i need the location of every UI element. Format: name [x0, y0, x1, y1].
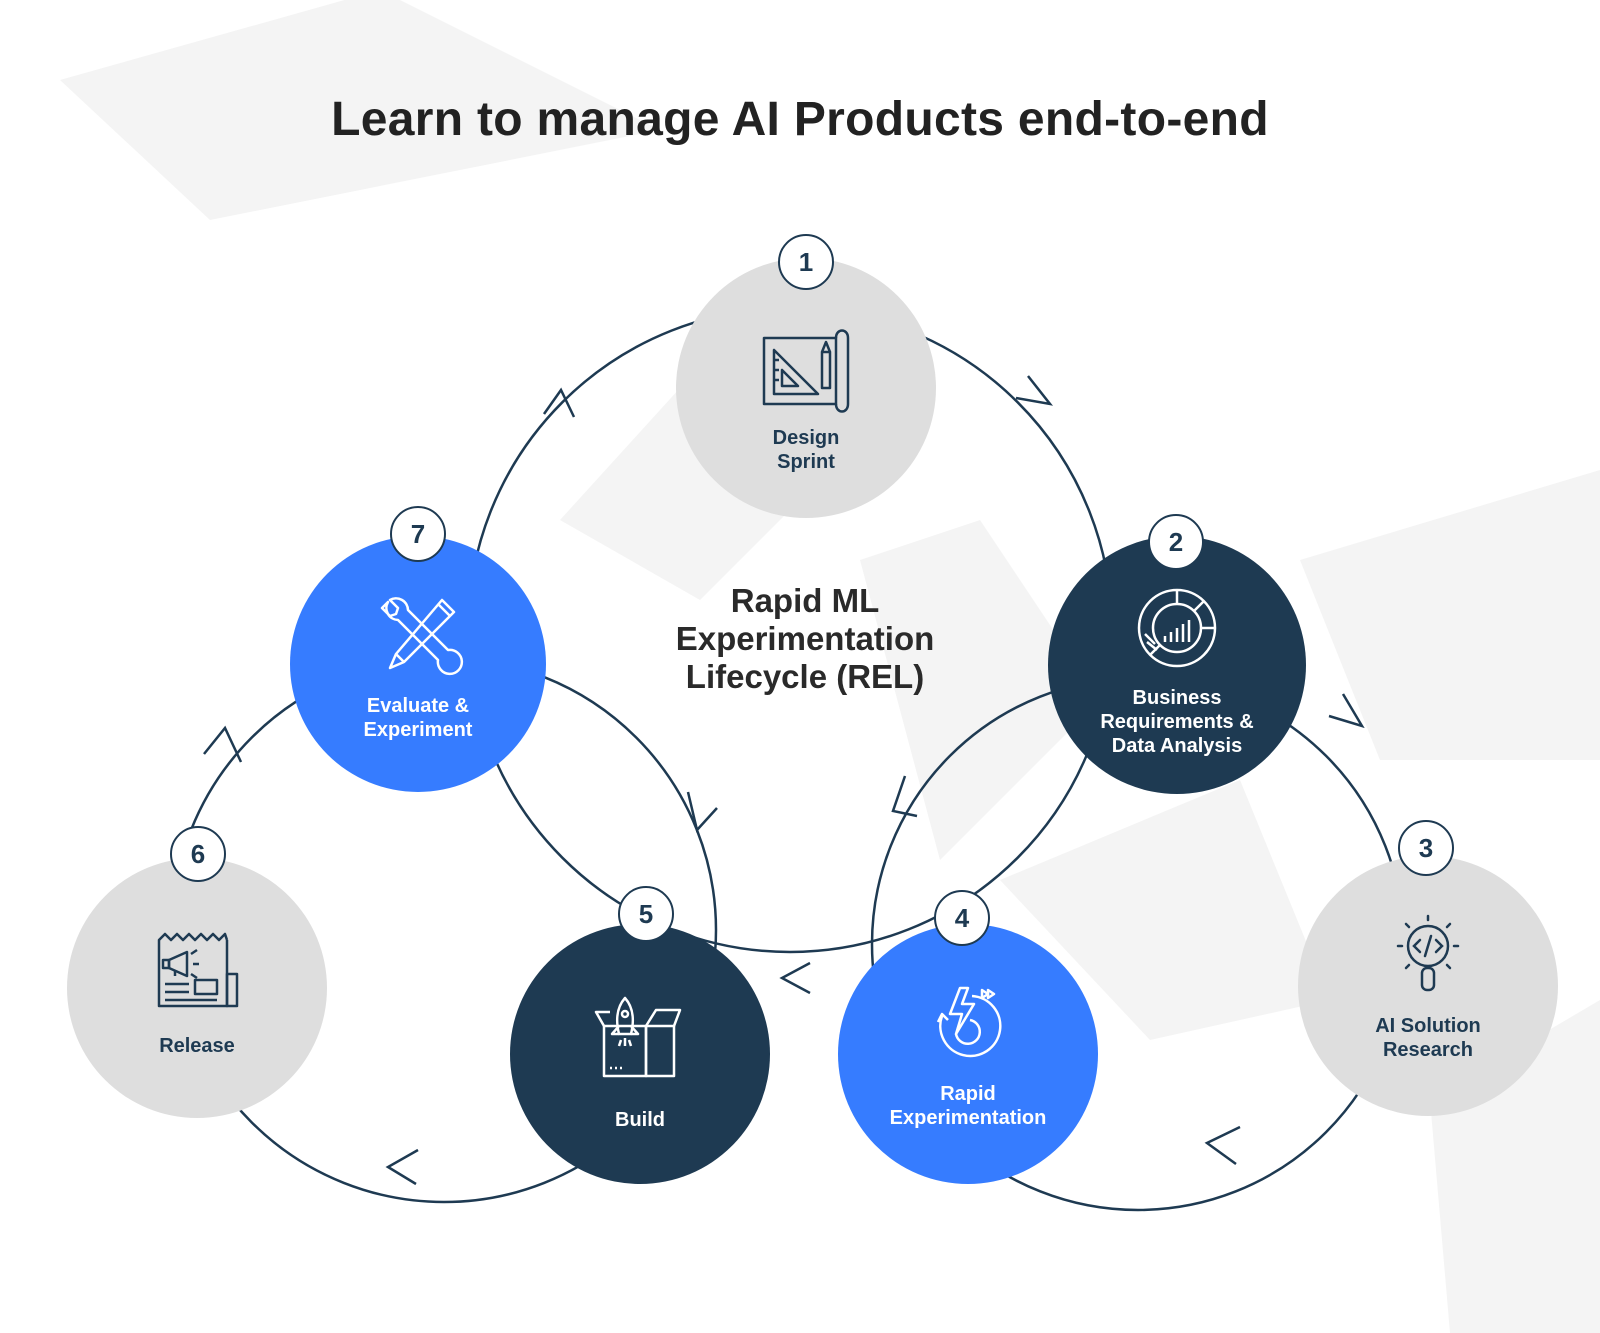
step-build: Build — [510, 924, 770, 1184]
step-label-line: Release — [159, 1035, 235, 1057]
step-business-requirements: Business Requirements & Data Analysis — [1048, 536, 1306, 794]
step-label: Rapid Experimentation — [890, 1082, 1047, 1130]
step-label-line: Research — [1382, 1039, 1474, 1061]
center-title-line: Experimentation — [675, 620, 935, 657]
step-label-line: Sprint — [777, 451, 835, 473]
step-label: Build — [615, 1108, 665, 1132]
step-release: Release — [67, 858, 327, 1118]
step-design-sprint: Design Sprint — [676, 258, 936, 518]
magnifier-code-icon — [1378, 906, 1478, 1006]
wrench-pencil-icon — [368, 586, 468, 686]
step-number-badge: 7 — [390, 506, 446, 562]
step-rapid-experimentation: Rapid Experimentation — [838, 924, 1098, 1184]
center-title-line: Lifecycle (REL) — [685, 658, 925, 695]
arrow-4-to-5 — [779, 961, 811, 995]
step-number-badge: 1 — [778, 234, 834, 290]
step-label-line: Experimentation — [889, 1107, 1047, 1129]
step-label-line: Rapid — [940, 1083, 996, 1105]
pie-chart-analysis-icon — [1127, 578, 1227, 678]
step-label-line: Business — [1132, 687, 1222, 709]
step-label: Design Sprint — [773, 426, 840, 474]
step-number-badge: 2 — [1148, 514, 1204, 570]
step-label: Evaluate & Experiment — [364, 694, 473, 742]
step-evaluate-experiment: Evaluate & Experiment — [290, 536, 546, 792]
newspaper-megaphone-icon — [147, 920, 247, 1020]
center-title-line: Rapid ML — [730, 582, 880, 619]
step-ai-solution-research: AI Solution Research — [1298, 856, 1558, 1116]
lightning-cycle-icon — [918, 974, 1018, 1074]
step-label: AI Solution Research — [1375, 1014, 1481, 1062]
blueprint-icon — [756, 318, 856, 418]
step-number-badge: 3 — [1398, 820, 1454, 876]
arrow-6-to-7 — [203, 725, 243, 763]
rocket-box-icon — [590, 990, 690, 1090]
step-label-line: Experiment — [363, 719, 473, 741]
step-label: Business Requirements & Data Analysis — [1100, 686, 1253, 758]
step-label-line: Design — [772, 427, 840, 449]
arrow-1-to-2 — [1015, 375, 1054, 406]
step-number-badge: 5 — [618, 886, 674, 942]
step-number-badge: 6 — [170, 826, 226, 882]
step-label-line: Build — [615, 1109, 665, 1131]
arrow-5-to-6 — [385, 1148, 419, 1186]
step-label-line: AI Solution — [1375, 1015, 1481, 1037]
arrow-3-to-4 — [1204, 1125, 1241, 1166]
step-label-line: Evaluate & — [366, 695, 470, 717]
arrow-7-to-5 — [686, 791, 718, 833]
step-label-line: Requirements & — [1100, 711, 1254, 733]
arrow-4-to-2 — [891, 775, 918, 818]
center-title: Rapid ML Experimentation Lifecycle (REL) — [610, 582, 1000, 696]
step-number-badge: 4 — [934, 890, 990, 946]
step-label-line: Data Analysis — [1111, 735, 1243, 757]
step-label: Release — [159, 1034, 235, 1058]
arrow-2-to-3 — [1328, 693, 1365, 729]
page-title: Learn to manage AI Products end-to-end — [331, 93, 1269, 146]
arrow-7-to-1 — [542, 387, 576, 418]
